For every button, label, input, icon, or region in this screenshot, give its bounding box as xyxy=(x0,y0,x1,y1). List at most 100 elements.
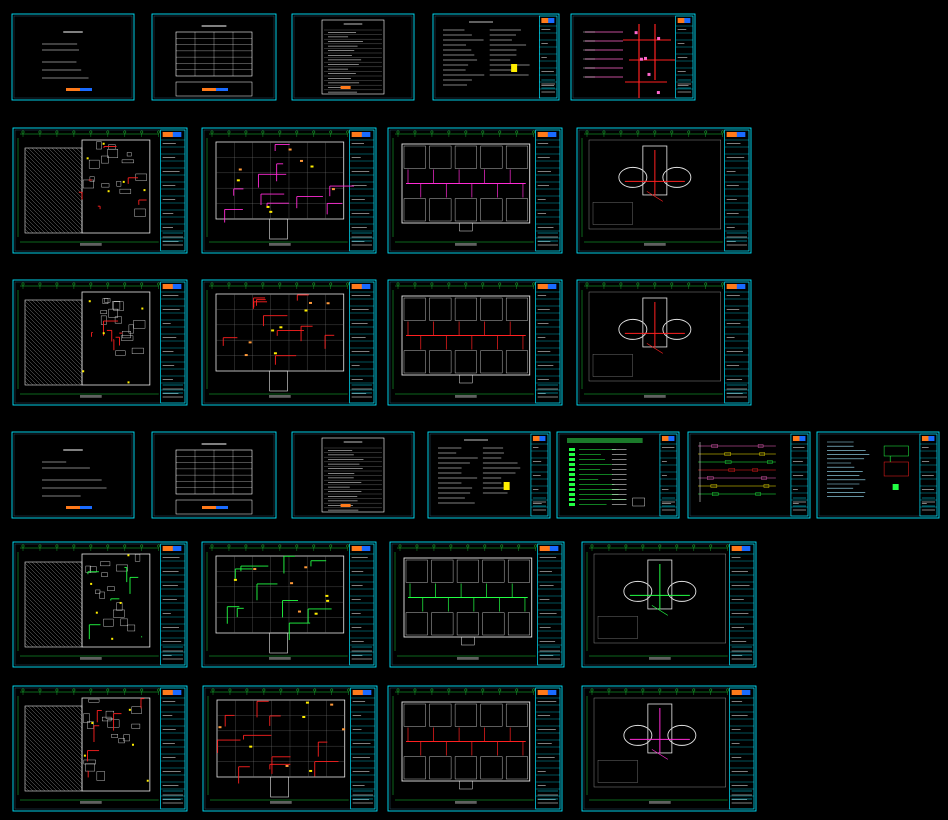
drawing-sheet-notes-sheet[interactable] xyxy=(432,13,560,101)
room xyxy=(126,152,132,157)
drawing-sheet-plan-rooms[interactable] xyxy=(387,685,563,812)
title-block-logo xyxy=(736,284,746,289)
drawing-sheet-plan-hatched[interactable] xyxy=(12,685,188,812)
drawing-sheet-index-sheet[interactable] xyxy=(291,431,415,519)
grid-bubble xyxy=(227,282,231,286)
row-4-covers-and-legends xyxy=(11,431,940,519)
signature-box xyxy=(175,81,253,97)
riser-node xyxy=(657,36,661,40)
riser-node xyxy=(643,56,647,60)
grid-bubble xyxy=(346,282,350,286)
grid-bubble xyxy=(123,130,127,134)
drawing-sheet-plan-hatched[interactable] xyxy=(12,279,188,406)
hatch-line xyxy=(59,561,83,585)
hatch-line xyxy=(27,705,83,761)
grid-bubble xyxy=(123,282,127,286)
drawing-sheet-plan-grid[interactable] xyxy=(201,127,377,254)
drawing-sheet-plan-grid[interactable] xyxy=(201,279,377,406)
hatch-line xyxy=(24,626,46,648)
drawing-sheet-cover[interactable] xyxy=(11,13,135,101)
equipment xyxy=(290,582,294,585)
drawing-sheet-legend-green[interactable] xyxy=(556,431,680,519)
grid-bubble xyxy=(245,688,249,692)
branch-pipe xyxy=(651,749,669,760)
drawing-sheet-system-diagram[interactable] xyxy=(687,431,811,519)
stair-core xyxy=(459,222,473,232)
drawing-sheet-cover[interactable] xyxy=(11,431,135,519)
legend-swatch xyxy=(569,488,575,491)
room xyxy=(83,759,96,765)
room xyxy=(131,347,144,354)
drawing-sheet-plan-hatched[interactable] xyxy=(12,127,188,254)
grid-bubble xyxy=(641,688,645,692)
grid-bubble xyxy=(532,282,536,286)
equipment xyxy=(305,701,309,704)
room xyxy=(507,612,530,636)
grid-bubble xyxy=(21,130,25,134)
hatch-line xyxy=(24,642,30,648)
fixture xyxy=(143,189,146,192)
cover-logo xyxy=(66,506,80,509)
hatch-line xyxy=(24,188,70,234)
drawing-sheet-plan-rooms[interactable] xyxy=(389,541,565,668)
title-block-logo xyxy=(172,690,182,695)
hatch-line xyxy=(24,172,83,231)
drawing-sheet-notes-sheet[interactable] xyxy=(427,431,551,519)
drawing-sheet-plan-rounded[interactable] xyxy=(581,541,757,668)
hatch-line xyxy=(59,299,83,323)
hatch-line xyxy=(51,147,83,179)
room xyxy=(480,756,503,780)
title-block-logo xyxy=(537,690,549,695)
drawing-sheet-table-sheet[interactable] xyxy=(151,431,277,519)
drawing-sheet-riser-sheet[interactable] xyxy=(570,13,696,101)
grid-bubble xyxy=(704,282,708,286)
hatch-line xyxy=(27,561,83,617)
title-block-logo xyxy=(362,690,372,695)
equipment xyxy=(302,715,306,718)
hatch-line xyxy=(24,228,30,234)
grid-bubble xyxy=(55,688,59,692)
room xyxy=(507,559,530,583)
grid-bubble xyxy=(140,544,144,548)
drawing-sheet-plan-rounded[interactable] xyxy=(581,685,757,812)
grid-bubble xyxy=(21,544,25,548)
title-block xyxy=(535,281,561,404)
grid-bubble xyxy=(624,544,628,548)
drawing-sheet-index-sheet[interactable] xyxy=(291,13,415,101)
hatch-line xyxy=(24,324,83,383)
grid-bubble xyxy=(466,544,470,548)
hatch-line xyxy=(24,204,54,234)
sheet-border xyxy=(11,431,135,519)
room xyxy=(482,559,505,583)
room xyxy=(135,173,147,181)
title-block-logo xyxy=(162,132,174,137)
drawing-sheet-plan-hatched[interactable] xyxy=(12,541,188,668)
equipment xyxy=(299,159,303,162)
hatch-line xyxy=(47,561,83,597)
room xyxy=(115,350,126,356)
drawing-sheet-plan-grid[interactable] xyxy=(202,685,378,812)
riser-node xyxy=(634,31,638,35)
drawing-sheet-schematic[interactable] xyxy=(816,431,940,519)
room xyxy=(405,559,428,583)
hatch-line xyxy=(43,561,83,601)
schematic-box xyxy=(883,461,909,477)
grid-bubble xyxy=(210,130,214,134)
grid-bubble xyxy=(157,544,161,548)
hatch-line xyxy=(63,147,83,167)
grid-bubble xyxy=(279,688,283,692)
drawing-sheet-plan-rounded[interactable] xyxy=(576,127,752,254)
equipment xyxy=(249,745,253,748)
drawing-sheet-table-sheet[interactable] xyxy=(151,13,277,101)
drawing-sheet-plan-rooms[interactable] xyxy=(387,127,563,254)
drawing-sheet-plan-grid[interactable] xyxy=(201,541,377,668)
equipment xyxy=(297,610,301,613)
grid-bubble xyxy=(607,688,611,692)
hatch-line xyxy=(24,380,30,386)
hatch-line xyxy=(55,299,83,327)
drawing-sheet-plan-rooms[interactable] xyxy=(387,279,563,406)
row-6-plans xyxy=(12,685,757,812)
drawing-sheet-plan-rounded[interactable] xyxy=(576,279,752,406)
grid-bubble xyxy=(244,130,248,134)
